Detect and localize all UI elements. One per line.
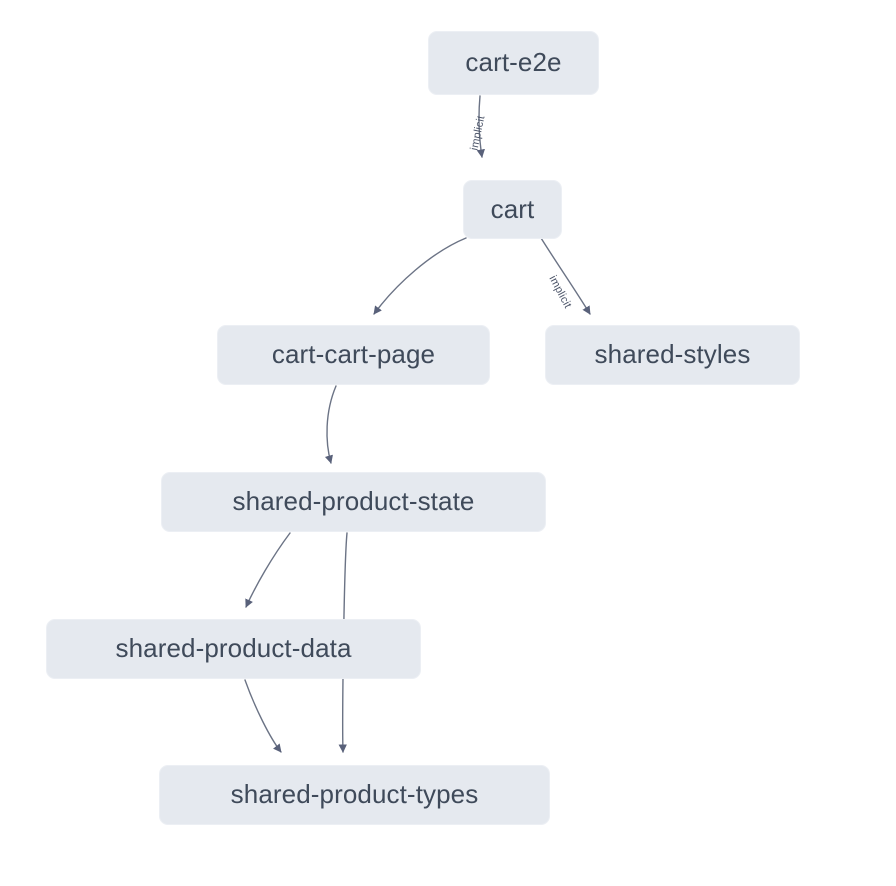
edge-shared-product-data-to-shared-product-types bbox=[244, 679, 282, 753]
edge-cart-to-shared-styles bbox=[540, 237, 591, 315]
edge-cart-e2e-to-cart bbox=[476, 95, 485, 158]
node-cart-e2e[interactable]: cart-e2e bbox=[428, 31, 599, 95]
edge-label-cart-e2e-to-cart: implicit bbox=[468, 114, 488, 152]
node-cart[interactable]: cart bbox=[463, 180, 562, 239]
node-label: shared-product-data bbox=[115, 633, 352, 663]
node-cart-cart-page[interactable]: cart-cart-page bbox=[217, 325, 490, 385]
node-label: shared-styles bbox=[594, 339, 751, 369]
node-shared-styles[interactable]: shared-styles bbox=[545, 325, 800, 385]
node-shared-product-data[interactable]: shared-product-data bbox=[46, 619, 421, 679]
edge-label-cart-to-shared-styles: implicit bbox=[546, 273, 574, 311]
edge-shared-product-state-to-shared-product-data bbox=[245, 532, 291, 608]
node-label: shared-product-types bbox=[230, 779, 479, 809]
node-label: cart bbox=[490, 193, 535, 224]
node-label: cart-cart-page bbox=[271, 339, 436, 369]
node-shared-product-state[interactable]: shared-product-state bbox=[161, 472, 546, 532]
node-label: shared-product-state bbox=[232, 486, 475, 516]
edge-cart-to-cart-cart-page bbox=[373, 237, 467, 315]
node-label: cart-e2e bbox=[465, 47, 562, 77]
node-shared-product-types[interactable]: shared-product-types bbox=[159, 765, 550, 825]
edge-cart-cart-page-to-shared-product-state bbox=[324, 385, 337, 464]
